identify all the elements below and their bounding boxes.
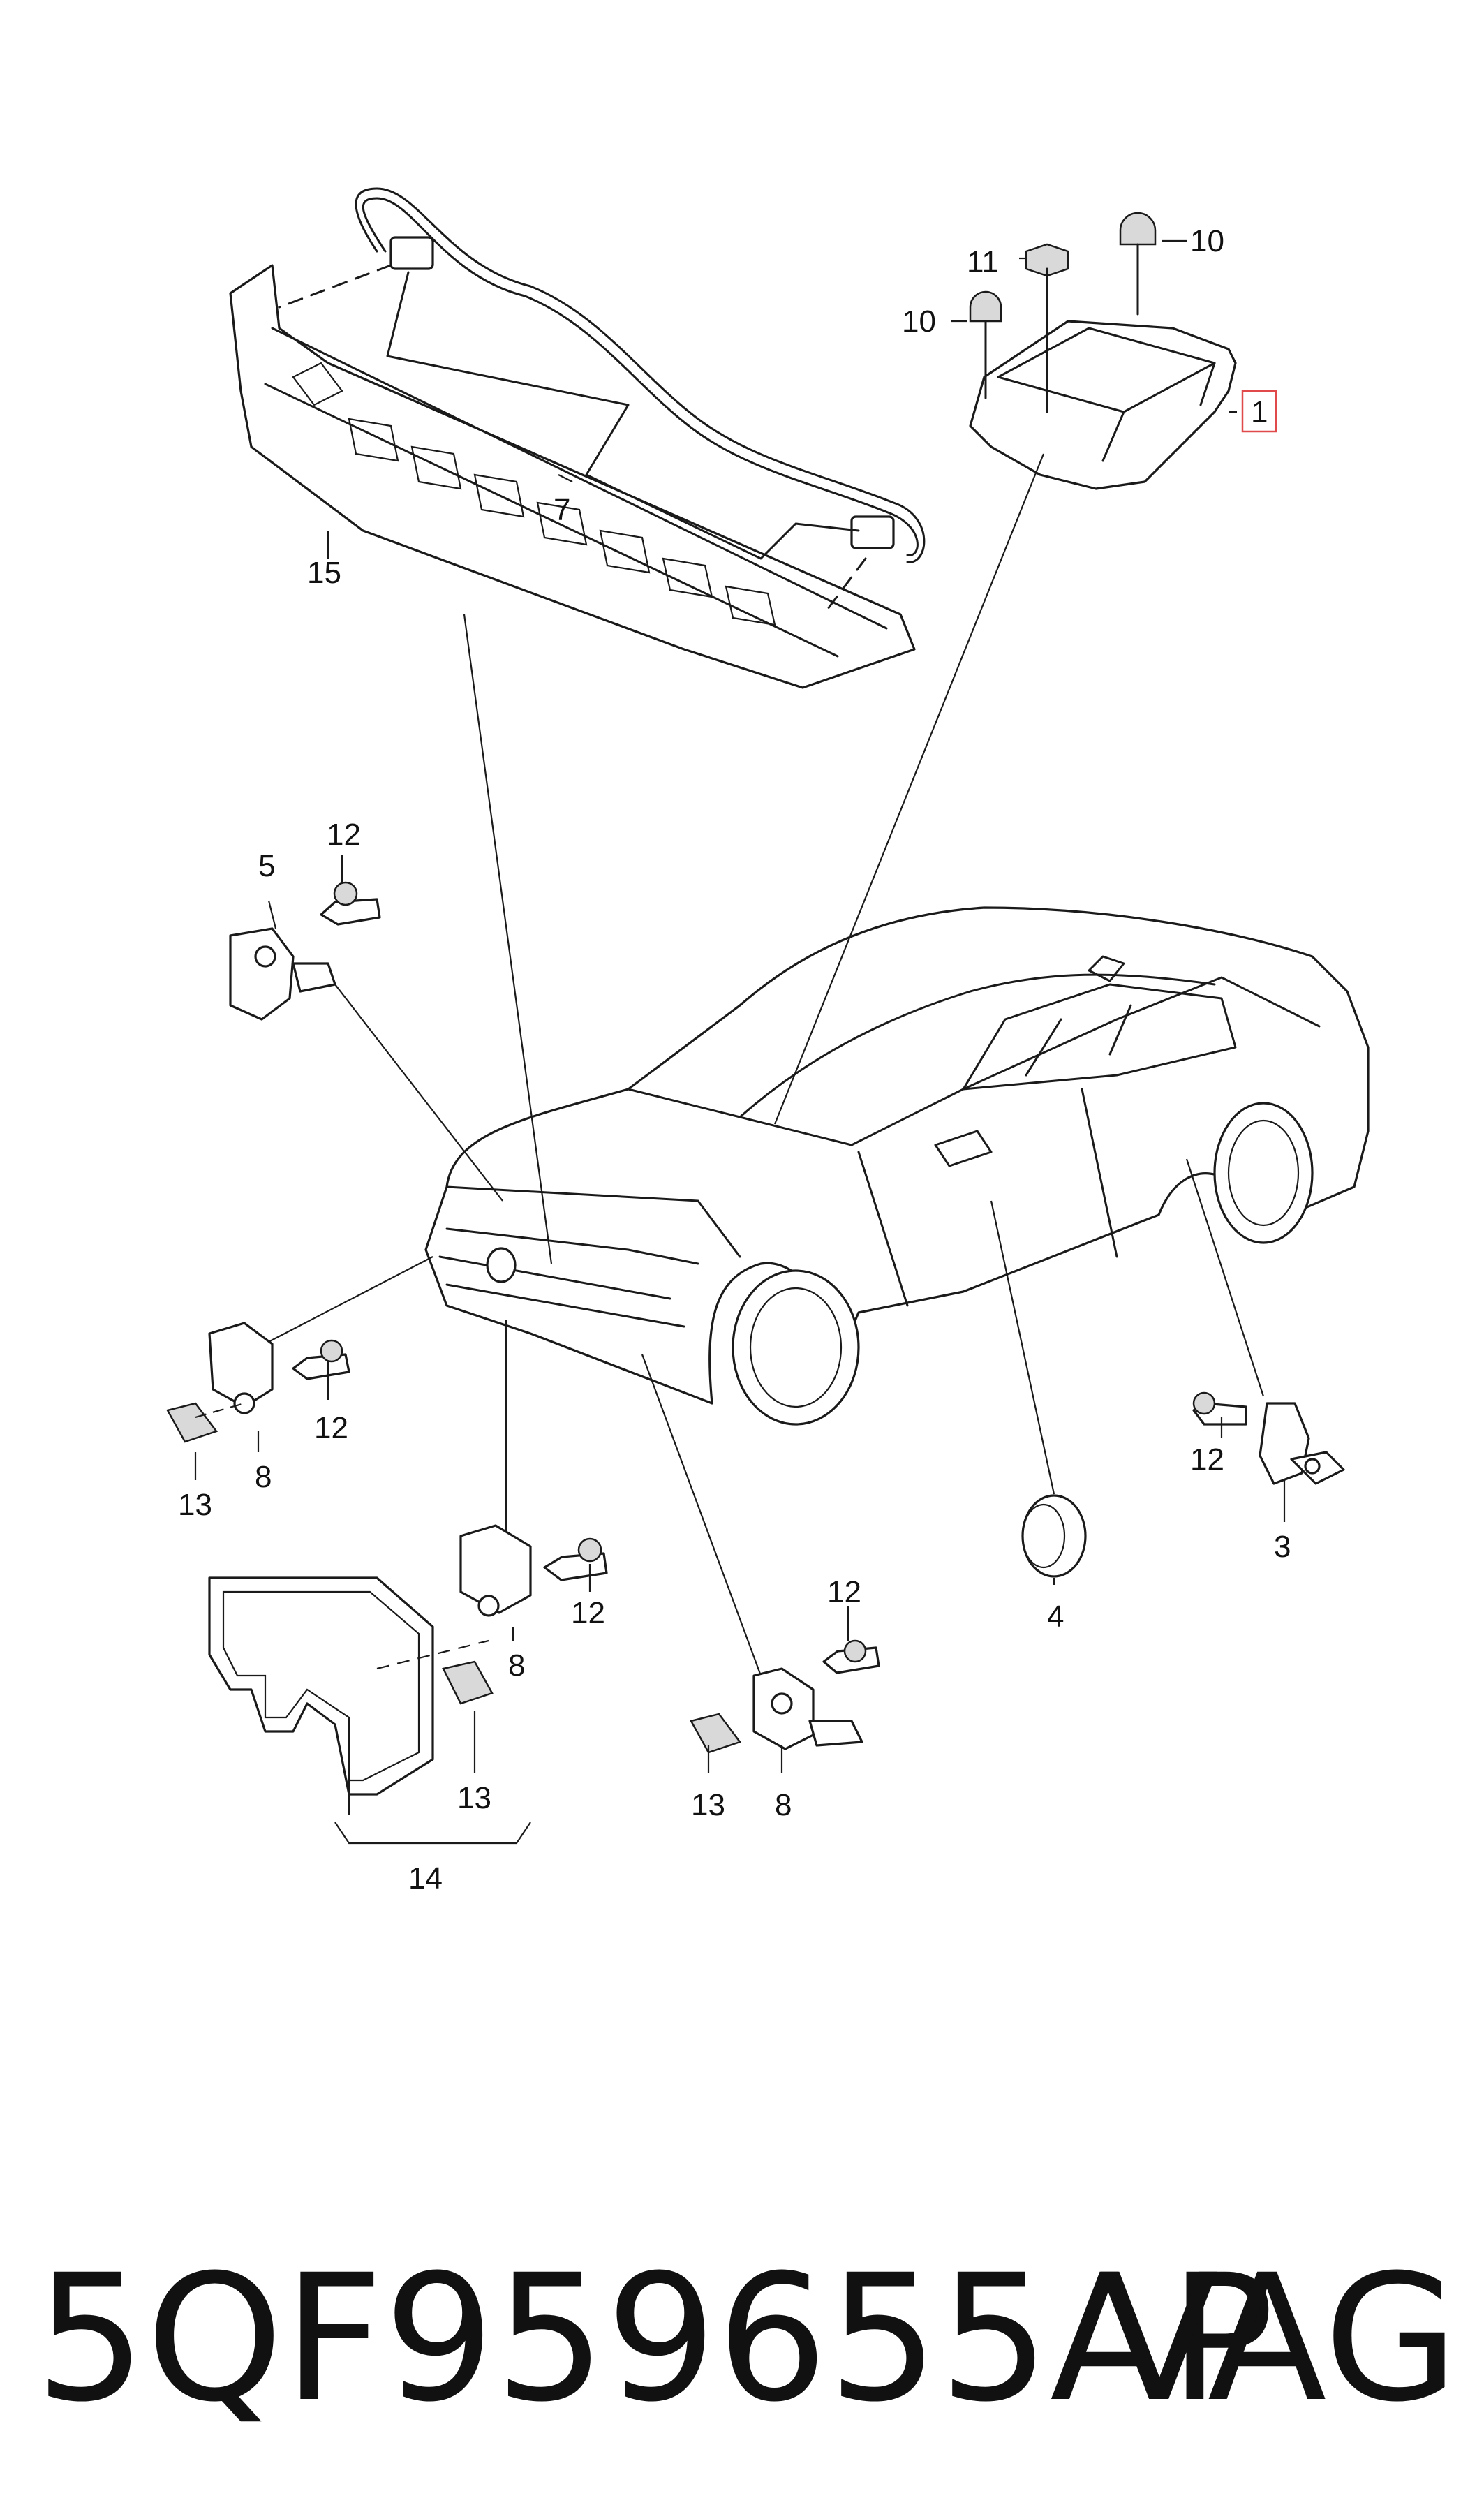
callout-12-center: 12 [571, 1596, 605, 1630]
callout-8-left: 8 [255, 1460, 272, 1494]
callout-8-right: 8 [775, 1788, 792, 1822]
callout-14: 14 [408, 1861, 443, 1896]
callout-12-right: 12 [1190, 1442, 1224, 1477]
callout-3: 3 [1274, 1530, 1291, 1564]
callout-10-left: 10 [902, 304, 936, 339]
mounting-frame-14 [208, 1576, 489, 1796]
callout-13-center: 13 [457, 1781, 491, 1815]
bracket-14 [334, 1759, 531, 1845]
airbag-control-unit [969, 212, 1237, 490]
callout-labels: 1 3 4 5 7 8 8 8 10 10 11 12 12 12 12 12 … [178, 224, 1291, 1896]
callout-4: 4 [1047, 1600, 1064, 1634]
callout-10-right: 10 [1190, 224, 1224, 258]
car-body [424, 906, 1370, 1426]
bumper-absorber [229, 264, 916, 689]
cap-4 [1021, 1494, 1087, 1578]
crash-sensor-8-center [442, 1524, 608, 1705]
part-number-text: 5QF959655AP [35, 2237, 1275, 2440]
callout-leaders [194, 239, 1286, 1773]
callout-13-left: 13 [178, 1488, 212, 1522]
callout-11: 11 [967, 245, 999, 279]
callout-8-center: 8 [508, 1648, 525, 1683]
callout-15: 15 [307, 556, 341, 590]
callout-12-top: 12 [327, 818, 361, 852]
highlight-box [1241, 390, 1277, 433]
callout-5: 5 [258, 849, 275, 883]
crash-sensor-3 [1192, 1391, 1345, 1485]
brand-text: VAG [1099, 2237, 1459, 2440]
callout-12-left: 12 [314, 1411, 348, 1445]
callout-12-bottom: 12 [827, 1575, 861, 1609]
crash-sensor-8-left [166, 1322, 350, 1443]
callout-1: 1 [1251, 395, 1268, 429]
callout-13-right: 13 [691, 1788, 725, 1822]
leader-lines [244, 453, 1265, 1676]
crash-sensor-5 [229, 881, 381, 1021]
callout-7: 7 [554, 493, 570, 527]
footer-caption: 5QF959655AP VAG [35, 2220, 1459, 2458]
wiring-harness [278, 187, 926, 616]
crash-sensor-8-right [690, 1639, 880, 1754]
